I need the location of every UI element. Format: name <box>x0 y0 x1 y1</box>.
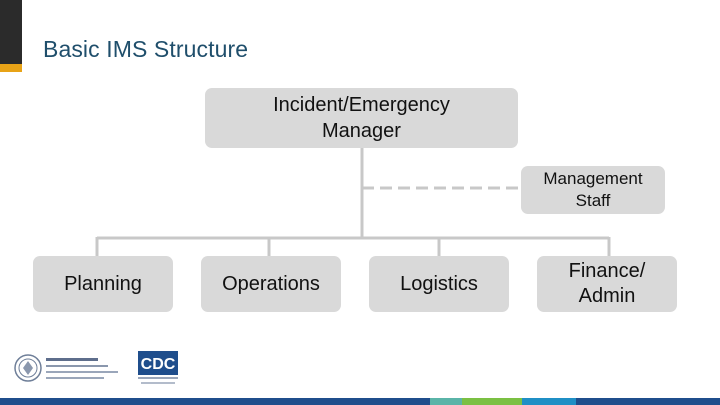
node-incident-manager: Incident/Emergency Manager <box>205 88 518 148</box>
georgetown-university-logo <box>14 354 118 382</box>
node-operations: Operations <box>201 256 341 312</box>
node-management-staff: Management Staff <box>521 166 665 214</box>
node-logistics: Logistics <box>369 256 509 312</box>
footer-segment <box>220 398 430 405</box>
footer-segment <box>0 398 220 405</box>
footer-segment <box>430 398 462 405</box>
footer-segment <box>576 398 720 405</box>
cdc-logo-text: CDC <box>141 356 176 373</box>
footer-color-strip <box>0 398 720 405</box>
footer-segment <box>462 398 522 405</box>
corner-dark-bar <box>0 0 22 64</box>
cdc-logo: CDC <box>138 351 178 384</box>
node-finance-admin: Finance/ Admin <box>537 256 677 312</box>
node-planning: Planning <box>33 256 173 312</box>
corner-accent-bar <box>0 64 22 72</box>
slide-title: Basic IMS Structure <box>43 36 249 62</box>
footer-segment <box>522 398 576 405</box>
